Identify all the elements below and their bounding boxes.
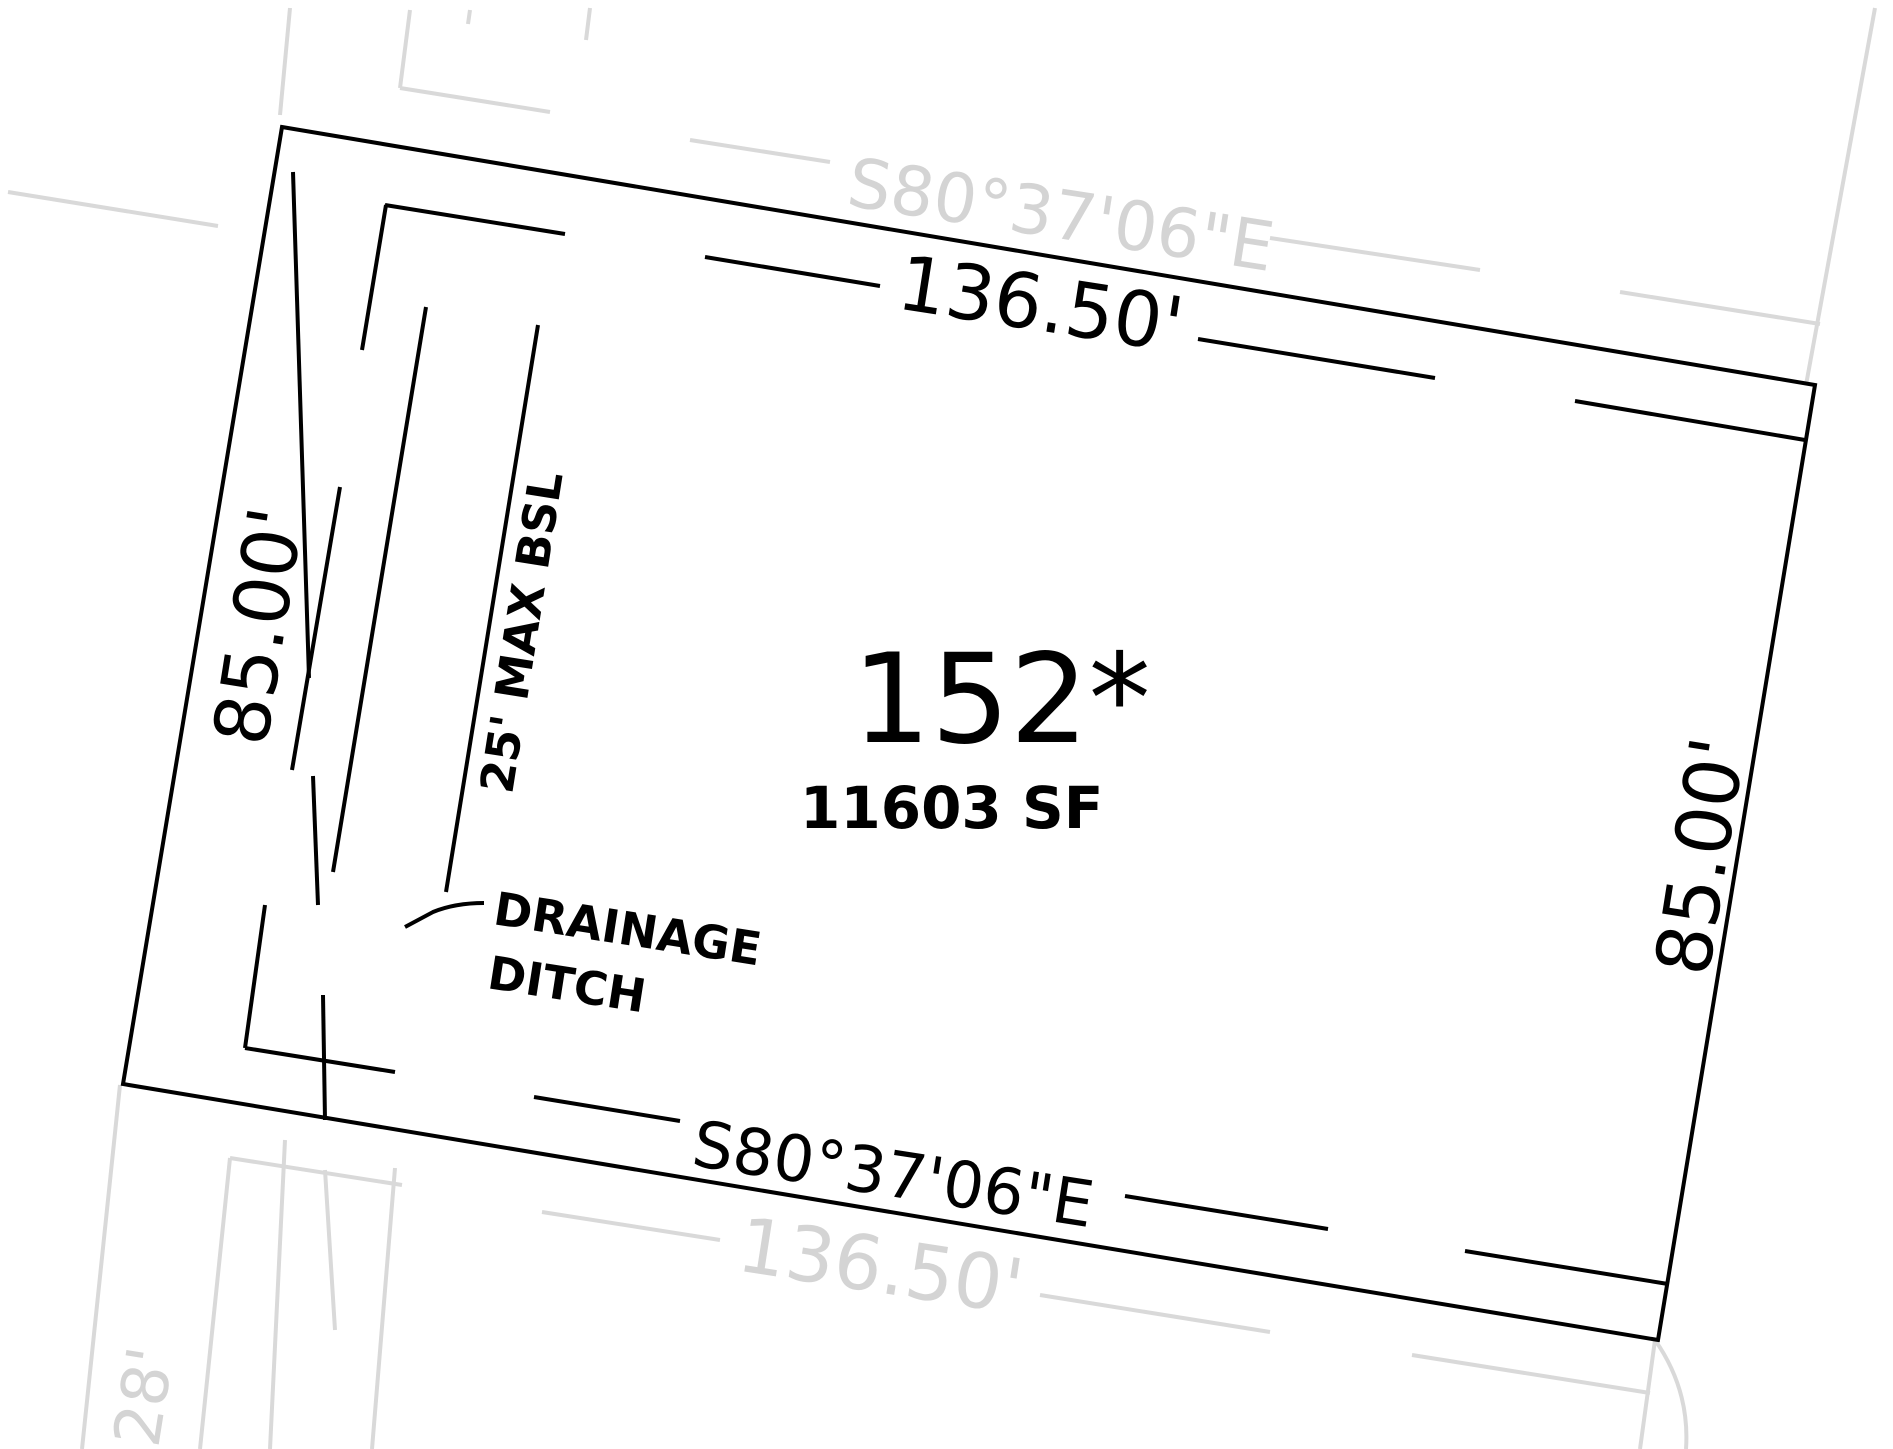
top-boundary-offset-line [384, 203, 1806, 442]
adjacent-lot-linework [7, 7, 1877, 1449]
lot-number: 152* [852, 628, 1151, 772]
drainage-leader [404, 901, 485, 929]
lot-boundary [120, 124, 1818, 1343]
right-length-label: 85.00' [1638, 731, 1763, 980]
lot-area: 11603 SF [800, 774, 1103, 842]
drainage-ditch-lines [290, 171, 540, 1121]
setback-label: 25' MAX BSL [470, 468, 574, 797]
setback-line [243, 204, 388, 1049]
bottom-boundary-offset-line [244, 1046, 1669, 1286]
adjacent-lower-left-length: 28' [101, 1342, 190, 1449]
drainage-label-line2: DITCH [484, 946, 649, 1024]
